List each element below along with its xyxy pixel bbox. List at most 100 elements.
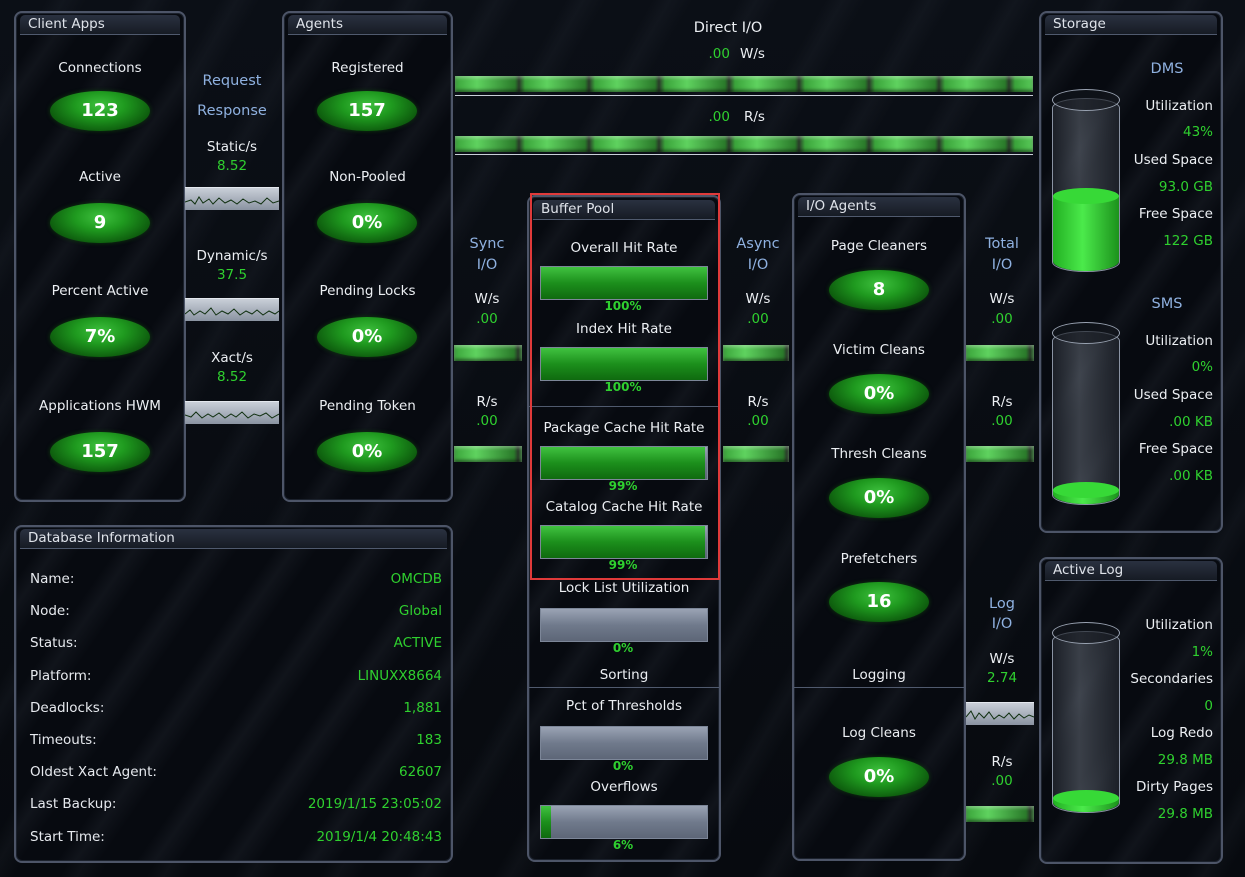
log-redo-value: 29.8 MB [1157,752,1213,768]
bar-fill [541,806,551,838]
async-io-rs-label: R/s [747,394,769,410]
dirty-pages-value: 29.8 MB [1157,806,1213,822]
cylinder-fill [1053,482,1119,504]
non-pooled-label: Non-Pooled [329,169,406,185]
storage-panel: Storage DMS Utilization 43% Used Space 9… [1039,11,1223,533]
package-cache-pct: 99% [608,479,638,493]
panel-title: Storage [1045,15,1217,35]
async-io-write-pipe [723,345,789,361]
panel-title: Agents [288,15,447,35]
bar-fill [541,447,706,479]
info-key: Timeouts: [30,732,97,748]
async-io-line1: Async [736,236,780,252]
log-cleans-value[interactable]: 0% [829,757,929,797]
log-util-label: Utilization [1145,617,1213,633]
overflows-bar [540,805,708,839]
info-key: Start Time: [30,828,105,845]
total-io-ws-value: .00 [991,311,1013,327]
thresholds-pct: 0% [612,759,634,773]
info-value: LINUXX8664 [357,667,442,684]
log-io-ws-value: 2.74 [986,670,1018,686]
sms-free-label: Free Space [1138,441,1213,457]
index-hit-rate-label: Index Hit Rate [576,321,672,337]
registered-value[interactable]: 157 [317,91,417,131]
prefetchers-label: Prefetchers [840,551,918,567]
info-value: ACTIVE [393,635,442,652]
direct-io-ws-value: .00 [708,46,730,62]
panel-title: Database Information [20,529,447,549]
dirty-pages-label: Dirty Pages [1136,779,1213,795]
dms-free-label: Free Space [1138,206,1213,222]
dms-used-value: 93.0 GB [1158,179,1213,195]
xact-label: Xact/s [211,350,253,366]
non-pooled-value[interactable]: 0% [317,203,417,243]
cylinder-fill [1053,790,1119,812]
pending-locks-value[interactable]: 0% [317,317,417,357]
dms-util-label: Utilization [1145,98,1213,114]
dms-util-value: 43% [1182,124,1213,140]
thresholds-bar [540,726,708,760]
dynamic-value: 37.5 [216,267,248,283]
victim-cleans-value[interactable]: 0% [829,374,929,414]
sync-io-read-pipe [454,446,522,462]
total-io-rs-value: .00 [991,413,1013,429]
sync-io-rs-label: R/s [476,394,498,410]
percent-active-value[interactable]: 7% [50,317,150,357]
thresholds-label: Pct of Thresholds [565,698,682,714]
cylinder-fill-surface [1053,790,1119,806]
info-row: Name: OMCDB [30,571,442,589]
dynamic-sparkline [185,298,279,321]
info-value: OMCDB [390,571,442,587]
dms-label: DMS [1150,61,1184,77]
info-value: 1,881 [403,699,442,716]
log-io-ws-label: W/s [989,651,1015,667]
pending-token-value[interactable]: 0% [317,432,417,472]
direct-io-read-pipe [455,136,1033,152]
cylinder-fill-surface [1053,188,1119,205]
xact-value: 8.52 [216,369,248,385]
logging-label: Logging [852,667,906,683]
info-row: Status:ACTIVE [30,635,442,653]
cylinder-top [1052,622,1120,644]
total-io-read-pipe [966,446,1034,462]
log-cleans-label: Log Cleans [842,725,916,741]
info-row: Node:Global [30,603,442,621]
pending-token-label: Pending Token [319,398,416,414]
client-apps-panel: Client Apps Connections 123 Active 9 Per… [14,11,186,502]
apps-hwm-label: Applications HWM [39,398,161,414]
overflows-label: Overflows [590,779,658,795]
victim-cleans-label: Victim Cleans [833,342,925,358]
page-cleaners-value[interactable]: 8 [829,270,929,310]
secondaries-label: Secondaries [1130,671,1213,687]
info-row: Platform:LINUXX8664 [30,668,442,686]
panel-title: Client Apps [20,15,180,35]
info-row: Timeouts:183 [30,732,442,750]
cylinder-fill [1053,188,1119,271]
async-io-ws-value: .00 [747,311,769,327]
active-log-panel: Active Log Utilization 1% Secondaries 0 … [1039,557,1223,864]
thresh-cleans-value[interactable]: 0% [829,478,929,518]
database-info-panel: Database Information Name: OMCDB Node:Glob… [14,525,453,863]
buffer-pool-panel: Buffer Pool Overall Hit Rate 100% Index … [527,195,721,862]
apps-hwm-value[interactable]: 157 [50,432,150,472]
info-key: Name: [30,571,75,587]
overall-hit-rate-pct: 100% [604,299,642,313]
direct-io-title: Direct I/O [693,20,763,36]
secondaries-value: 0 [1204,698,1213,714]
prefetchers-value[interactable]: 16 [829,582,929,622]
pending-locks-label: Pending Locks [319,283,416,299]
active-label: Active [79,169,121,185]
overall-hit-rate-bar [540,266,708,300]
log-util-value: 1% [1191,644,1213,660]
sync-io-line1: Sync [469,236,505,252]
log-redo-label: Log Redo [1150,725,1213,741]
cylinder-fill-surface [1053,482,1119,498]
dms-cylinder [1052,89,1120,272]
bar-fill [541,526,706,558]
package-cache-bar [540,446,708,480]
io-agents-panel: I/O Agents Page Cleaners 8 Victim Cleans… [792,193,966,861]
info-row: Deadlocks:1,881 [30,700,442,718]
sms-util-label: Utilization [1145,333,1213,349]
active-value[interactable]: 9 [50,203,150,243]
connections-value[interactable]: 123 [50,91,150,131]
